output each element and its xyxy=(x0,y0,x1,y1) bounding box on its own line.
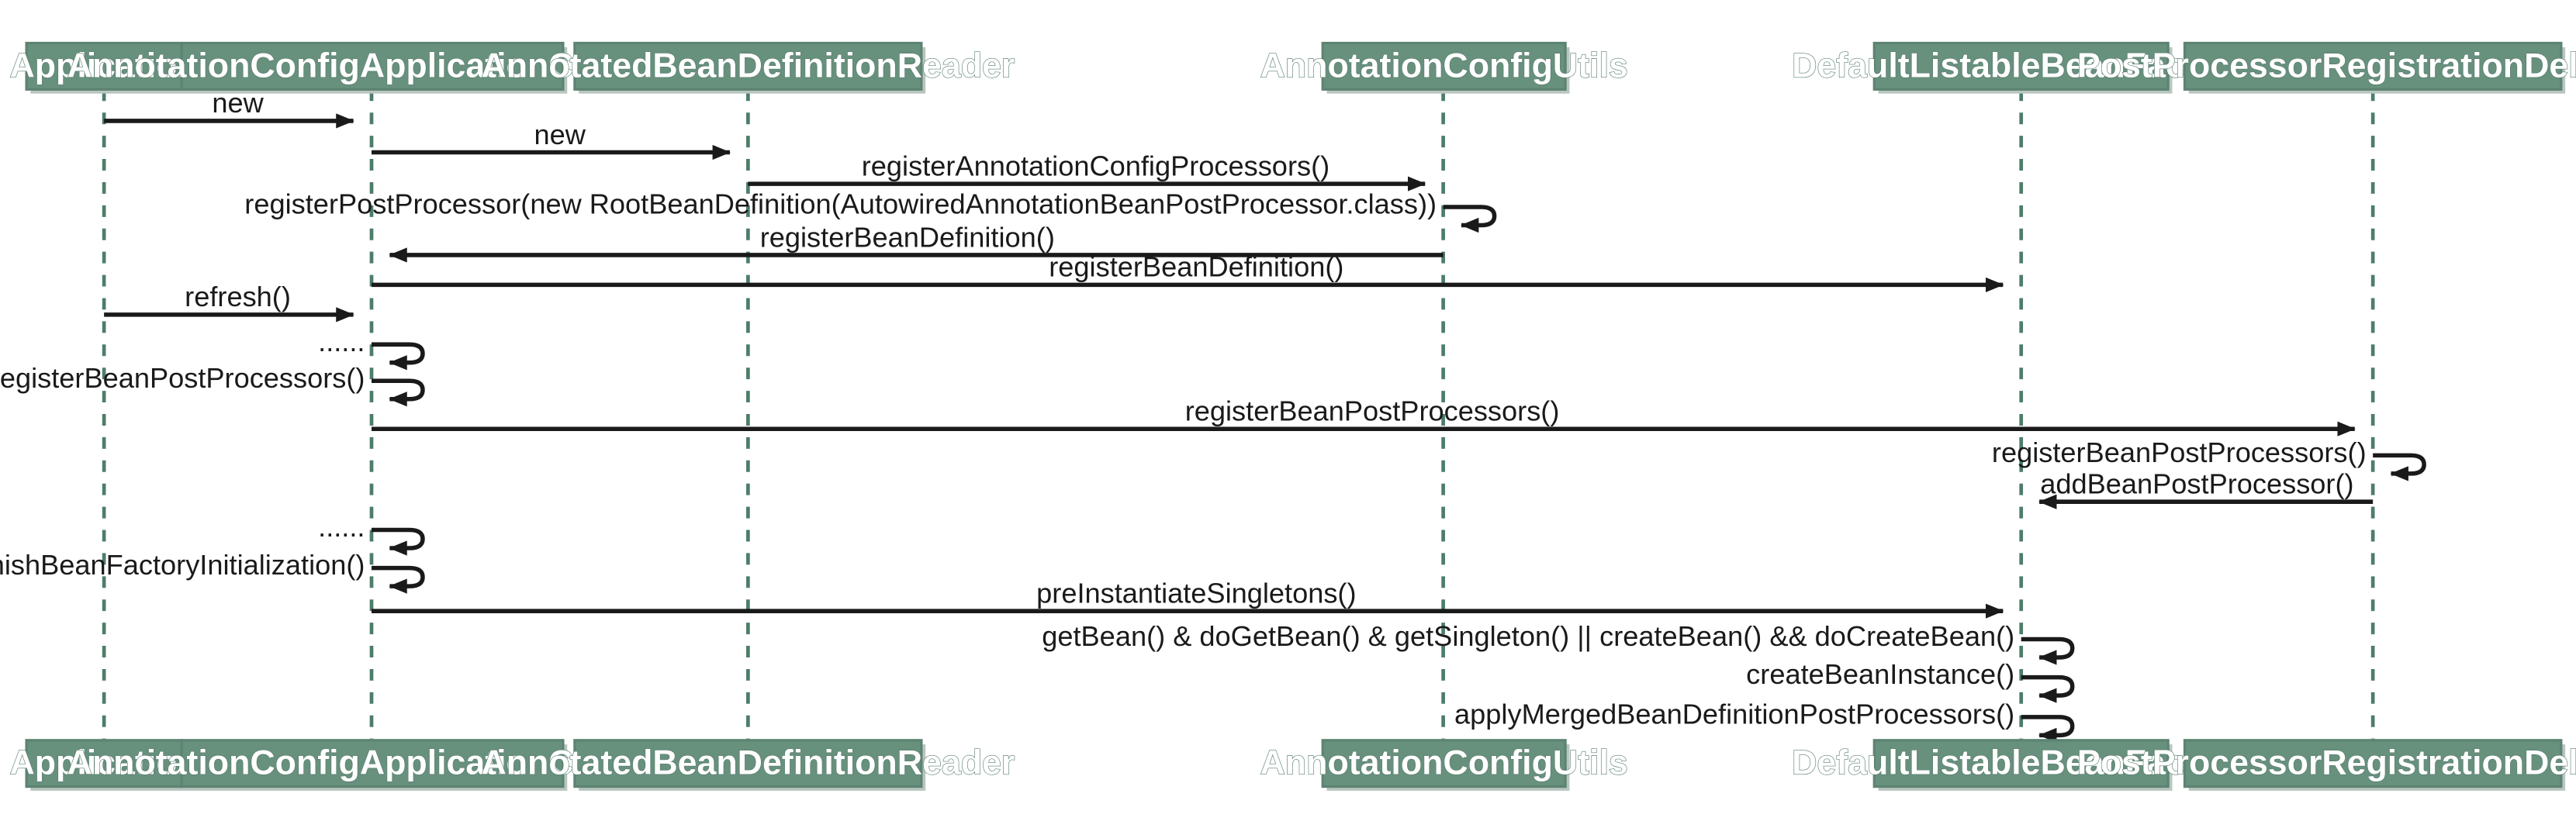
participant-box xyxy=(25,41,183,91)
message-label: ...... xyxy=(318,326,365,357)
self-call-arrow xyxy=(2021,715,2075,743)
message-label: finishBeanFactoryInitialization() xyxy=(0,549,365,581)
message-label: new xyxy=(534,119,586,150)
message-m16[interactable]: getBean() & doGetBean() & getSingleton()… xyxy=(1042,620,2075,665)
message-label: registerBeanDefinition() xyxy=(760,221,1055,253)
message-m2[interactable]: new xyxy=(371,119,731,160)
self-call-arrow xyxy=(2021,637,2075,665)
message-label: registerBeanPostProcessors() xyxy=(1185,395,1560,426)
message-m4[interactable]: registerPostProcessor(new RootBeanDefini… xyxy=(244,188,1497,233)
message-label: registerBeanPostProcessors() xyxy=(0,362,365,394)
self-call-arrow xyxy=(371,565,425,594)
participant-label: AnnotationConfigUtils xyxy=(1260,743,1628,782)
participant-label: AnnotatedBeanDefinitionReader xyxy=(481,46,1015,85)
participant-header-utils[interactable]: AnnotationConfigUtils xyxy=(1260,41,1628,94)
participant-footer-utils[interactable]: AnnotationConfigUtils xyxy=(1260,739,1628,791)
message-m15[interactable]: preInstantiateSingletons() xyxy=(371,577,2004,619)
participant-box xyxy=(2183,41,2563,91)
participant-header-delegate[interactable]: PostProcessorRegistrationDelegate xyxy=(2076,41,2576,94)
participant-footer-application[interactable]: Application xyxy=(9,739,199,791)
participant-header-factory[interactable]: DefaultListableBeanFactory xyxy=(1792,41,2251,94)
self-call-arrow xyxy=(1443,205,1497,233)
message-label: registerAnnotationConfigProcessors() xyxy=(862,150,1329,181)
participant-label: Application xyxy=(9,743,198,782)
participant-header-reader[interactable]: AnnotatedBeanDefinitionReader xyxy=(481,41,1015,94)
message-label: registerPostProcessor(new RootBeanDefini… xyxy=(244,188,1437,219)
message-label: registerBeanPostProcessors() xyxy=(1992,436,2367,468)
message-label: registerBeanDefinition() xyxy=(1049,251,1343,283)
self-call-arrow xyxy=(2021,674,2075,703)
message-label: refresh() xyxy=(185,281,291,312)
participant-label: AnnotatedBeanDefinitionReader xyxy=(481,743,1015,782)
participant-label: PostProcessorRegistrationDelegate xyxy=(2077,46,2576,85)
self-call-arrow xyxy=(371,527,425,556)
participant-box xyxy=(573,739,923,788)
participant-header-application[interactable]: Application xyxy=(9,41,199,94)
self-call-arrow xyxy=(2373,453,2426,481)
message-m6[interactable]: registerBeanDefinition() xyxy=(371,251,2004,293)
participant-box xyxy=(2183,739,2563,788)
participant-box xyxy=(1872,41,2170,91)
participant-footer-delegate[interactable]: PostProcessorRegistrationDelegate xyxy=(2076,739,2576,791)
message-m7[interactable]: refresh() xyxy=(104,281,354,323)
participant-box xyxy=(1321,41,1567,91)
participant-box xyxy=(180,739,565,788)
self-call-arrow xyxy=(371,378,425,407)
message-label: getBean() & doGetBean() & getSingleton()… xyxy=(1042,620,2014,652)
participant-footer-reader[interactable]: AnnotatedBeanDefinitionReader xyxy=(481,739,1015,791)
self-call-arrow xyxy=(371,342,425,371)
participant-footer-factory[interactable]: DefaultListableBeanFactory xyxy=(1792,739,2251,791)
messages-layer: newnewregisterAnnotationConfigProcessors… xyxy=(0,87,2426,743)
message-m9[interactable]: registerBeanPostProcessors() xyxy=(0,362,425,407)
message-m13[interactable]: ...... xyxy=(318,511,425,556)
message-label: createBeanInstance() xyxy=(1746,658,2014,690)
message-m11[interactable]: registerBeanPostProcessors() xyxy=(1992,436,2426,481)
message-m8[interactable]: ...... xyxy=(318,326,425,371)
participant-footer-boxes: ApplicationAnnotationConfigApplicationCo… xyxy=(9,739,2576,791)
participant-label: Application xyxy=(9,46,198,85)
participant-label: PostProcessorRegistrationDelegate xyxy=(2077,743,2576,782)
message-m17[interactable]: createBeanInstance() xyxy=(1746,658,2075,703)
lifelines-layer xyxy=(102,89,2375,740)
message-m10[interactable]: registerBeanPostProcessors() xyxy=(371,395,2356,436)
message-m18[interactable]: applyMergedBeanDefinitionPostProcessors(… xyxy=(1454,698,2075,743)
participant-label: DefaultListableBeanFactory xyxy=(1792,743,2250,782)
participant-label: AnnotationConfigUtils xyxy=(1260,46,1628,85)
message-label: addBeanPostProcessor() xyxy=(2040,467,2353,499)
participant-header-boxes: ApplicationAnnotationConfigApplicationCo… xyxy=(9,41,2576,94)
message-m3[interactable]: registerAnnotationConfigProcessors() xyxy=(748,150,1426,191)
participant-box xyxy=(1321,739,1567,788)
message-m12[interactable]: addBeanPostProcessor() xyxy=(2038,467,2374,509)
participant-box xyxy=(573,41,923,91)
participant-label: DefaultListableBeanFactory xyxy=(1792,46,2250,85)
message-m5[interactable]: registerBeanDefinition() xyxy=(389,221,1444,263)
participant-box xyxy=(180,41,565,91)
message-label: ...... xyxy=(318,511,365,543)
message-m14[interactable]: finishBeanFactoryInitialization() xyxy=(0,549,425,594)
participant-box xyxy=(1872,739,2170,788)
message-label: applyMergedBeanDefinitionPostProcessors(… xyxy=(1454,698,2014,730)
participant-box xyxy=(25,739,183,788)
message-label: preInstantiateSingletons() xyxy=(1036,577,1356,609)
